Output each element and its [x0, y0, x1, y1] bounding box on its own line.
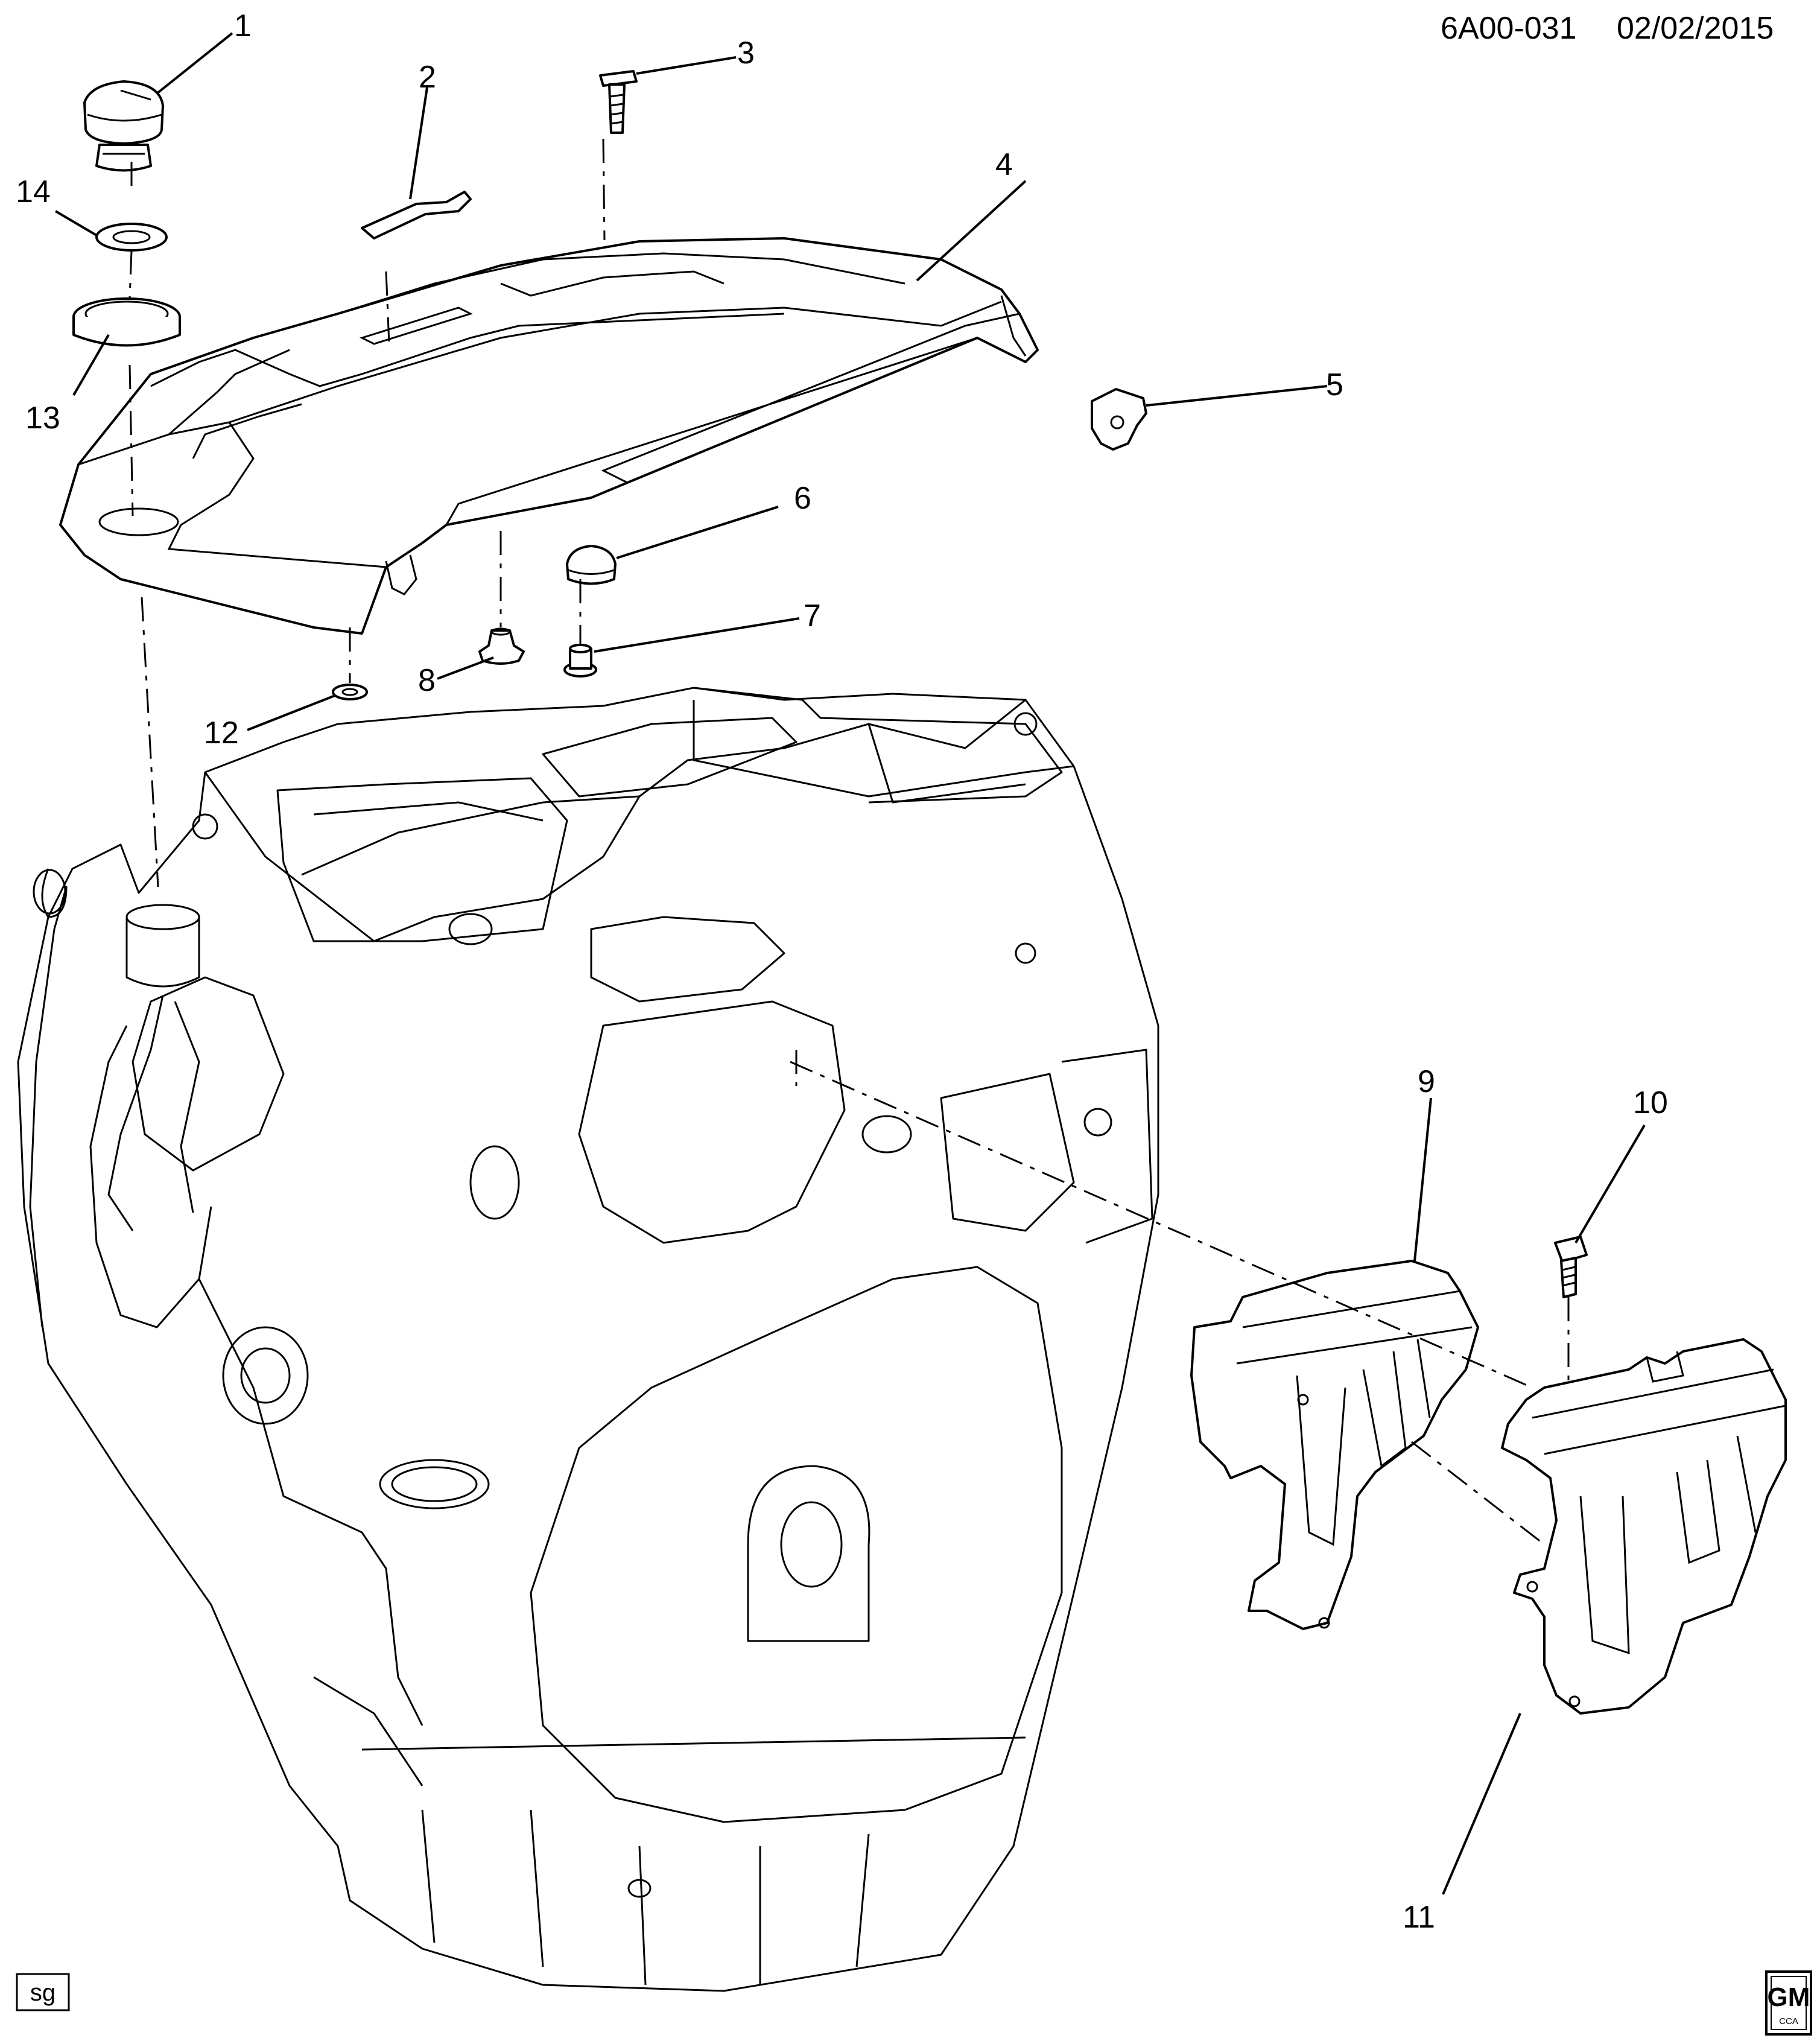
gm-logo-subtext: CCA — [1779, 2016, 1798, 2027]
callout-5: 5 — [1326, 367, 1343, 402]
part-7-spacer[interactable] — [563, 644, 597, 678]
callout-6: 6 — [794, 481, 811, 516]
callout-4: 4 — [995, 147, 1013, 182]
callout-1: 1 — [234, 8, 252, 43]
part-4-engine-cover[interactable] — [59, 237, 1039, 635]
callout-9: 9 — [1418, 1064, 1435, 1099]
part-8-grommet[interactable] — [478, 627, 525, 665]
callout-10: 10 — [1633, 1085, 1668, 1120]
callout-13: 13 — [25, 401, 60, 436]
part-9-heat-shield[interactable] — [1190, 1260, 1479, 1630]
callout-8: 8 — [418, 663, 436, 698]
callout-12: 12 — [204, 716, 239, 751]
part-5-clip[interactable] — [1091, 388, 1147, 451]
callout-11: 11 — [1403, 1900, 1435, 1935]
gm-logo-text: GM — [1768, 1982, 1810, 2012]
part-12-washer[interactable] — [332, 684, 368, 700]
callout-3: 3 — [737, 36, 755, 71]
leader-lines — [54, 32, 1646, 1895]
diagram-date: 02/02/2015 — [1617, 11, 1774, 46]
sg-tag: sg — [16, 1973, 70, 2011]
gm-logo: GM CCA — [1765, 1970, 1812, 2036]
part-3-bolt[interactable] — [599, 70, 638, 134]
header: 6A00-031 02/02/2015 — [1441, 11, 1774, 46]
part-14-seal[interactable] — [95, 223, 168, 252]
part-11-heat-shield[interactable] — [1501, 1338, 1787, 1715]
callout-7: 7 — [804, 598, 821, 633]
sg-tag-text: sg — [30, 1979, 55, 2006]
callout-14: 14 — [16, 174, 51, 209]
part-6-grommet[interactable] — [566, 545, 617, 585]
alignment-lines — [128, 138, 1570, 1546]
callout-2: 2 — [419, 60, 436, 95]
diagram-code: 6A00-031 — [1441, 11, 1577, 46]
callouts: 1 2 3 4 5 6 7 8 9 10 11 12 13 14 — [16, 8, 1668, 1935]
part-13-grommet[interactable] — [72, 297, 181, 347]
part-10-bolt[interactable] — [1554, 1236, 1588, 1298]
part-2-emblem[interactable] — [361, 191, 472, 240]
engine-assembly — [17, 687, 1159, 1992]
part-1-oil-filler-cap[interactable] — [83, 80, 164, 172]
